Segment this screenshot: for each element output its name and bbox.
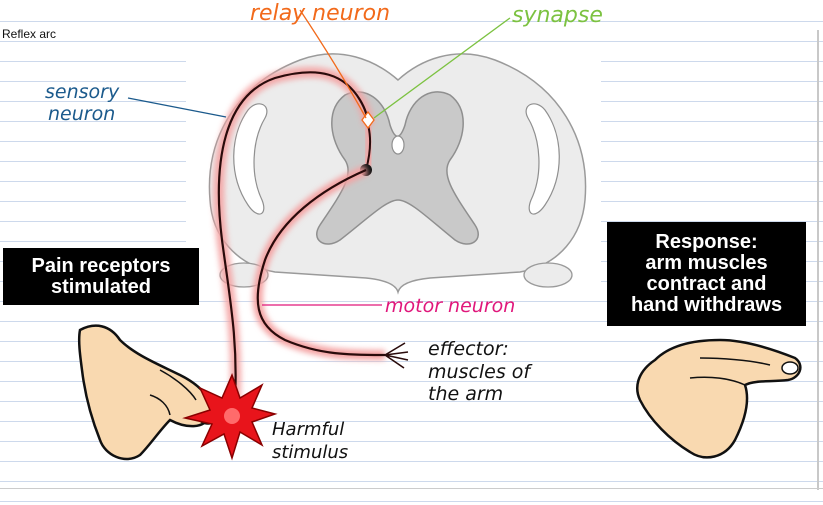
stimulus-label-line2: stimulus [272, 442, 348, 463]
left-hand-illustration [77, 324, 218, 461]
pain-receptors-box: Pain receptors stimulated [3, 248, 199, 305]
stimulus-core [224, 408, 240, 424]
stimulus-label-line1: Harmful [272, 419, 344, 440]
document-title: Reflex arc [2, 27, 57, 41]
sensory-neuron-path [213, 66, 374, 401]
response-box: Response: arm muscles contract and hand … [607, 222, 806, 326]
relay-neuron-label: relay neuron [250, 1, 390, 26]
effector-nerve-endings [384, 342, 409, 369]
effector-label-line2: muscles of [428, 361, 533, 383]
effector-label-line3: the arm [428, 383, 503, 405]
motor-neuron-path [252, 165, 409, 369]
motor-neuron-label: motor neuron [385, 295, 515, 317]
right-hand-illustration [636, 338, 802, 459]
response-text: Response: arm muscles contract and hand … [630, 231, 783, 316]
sensory-neuron-leader-line [127, 97, 227, 118]
page-edge-divider [817, 30, 819, 490]
sensory-neuron-label-line1: sensory [45, 81, 120, 103]
synapse-label: synapse [512, 3, 603, 28]
relay-neuron-leader-line [299, 9, 367, 119]
sensory-neuron-label-line2: neuron [48, 103, 115, 125]
page-bottom-divider [0, 488, 823, 489]
effector-label-line1: effector: [428, 338, 509, 360]
synapse-leader-line [373, 17, 511, 119]
pain-receptors-text: Pain receptors stimulated [31, 254, 171, 298]
